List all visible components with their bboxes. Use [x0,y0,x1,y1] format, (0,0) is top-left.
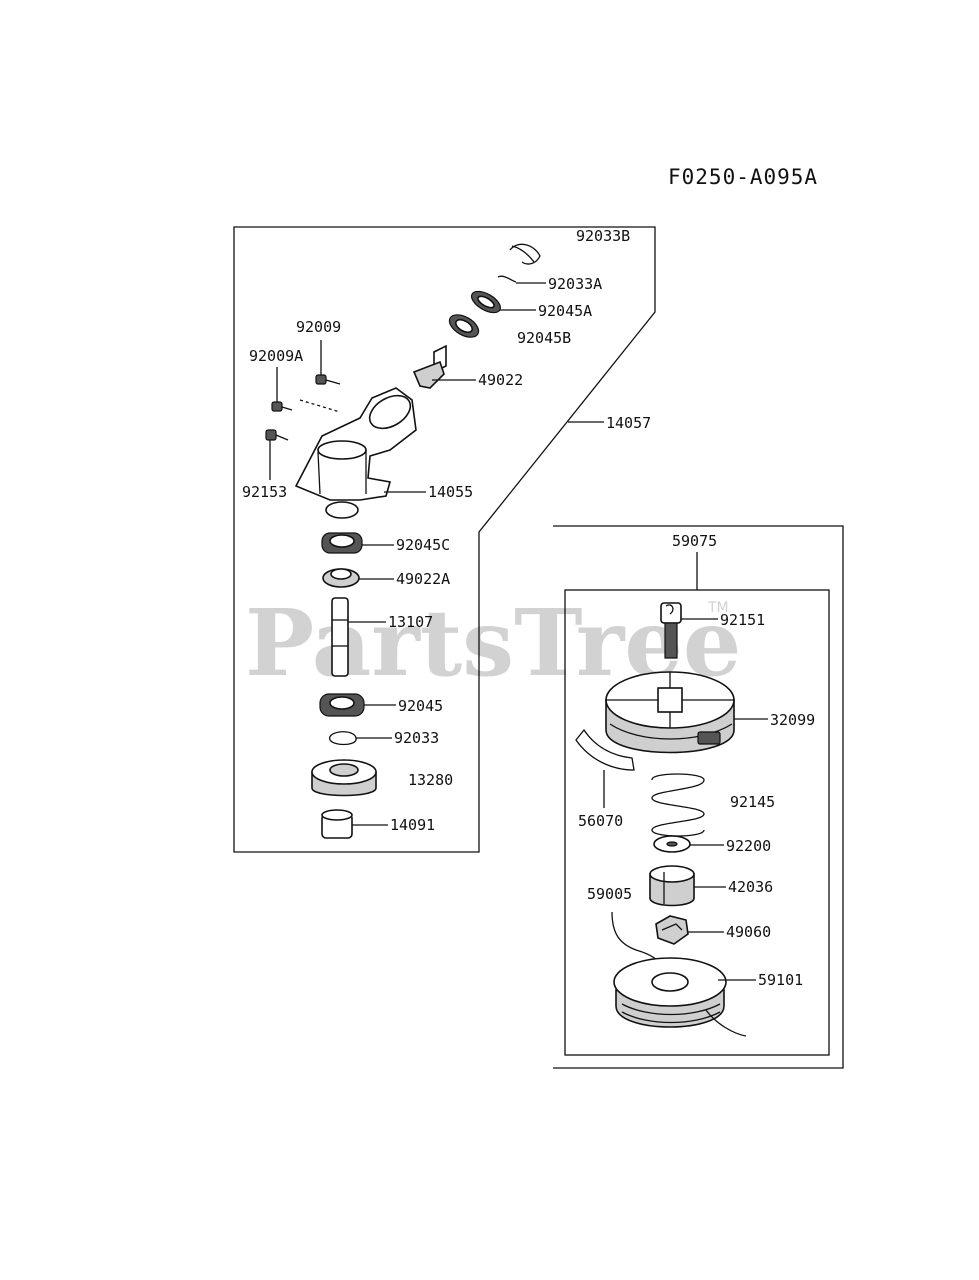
diagram-code: F0250-A095A [668,165,818,189]
part-92009-drawing [315,374,341,385]
part-32099-drawing [605,671,735,754]
label-49060: 49060 [726,923,771,941]
part-49060-drawing [655,915,689,945]
trimmer-head-outer-frame [553,525,844,1069]
part-92045-drawing [319,693,365,717]
part-14055-drawing [294,387,417,519]
label-92151: 92151 [720,611,765,629]
label-14055: 14055 [428,483,473,501]
label-92009: 92009 [296,318,341,336]
label-14057: 14057 [606,414,651,432]
label-92033: 92033 [394,729,439,747]
watermark-trademark: TM [707,600,729,616]
part-49022a-drawing [322,568,360,588]
label-92045a: 92045A [538,302,592,320]
label-32099: 32099 [770,711,815,729]
part-49022-drawing [412,344,447,389]
part-92145-drawing [651,773,705,837]
part-13107-drawing [331,597,349,677]
label-92033a: 92033A [548,275,602,293]
part-92200-drawing [653,835,691,853]
part-92045c-drawing [321,532,363,554]
label-56070: 56070 [578,812,623,830]
part-56070-drawing [575,728,635,771]
part-92153-drawing [265,429,289,441]
part-59101-drawing [613,957,747,1037]
label-49022: 49022 [478,371,523,389]
label-42036: 42036 [728,878,773,896]
label-92200: 92200 [726,837,771,855]
label-14091: 14091 [390,816,435,834]
part-92045b-drawing [448,314,480,338]
label-92153: 92153 [242,483,287,501]
label-92045b: 92045B [517,329,571,347]
part-92009a-drawing [271,401,293,412]
label-59075: 59075 [672,532,717,550]
label-92045: 92045 [398,697,443,715]
gear-case-assembly-frame [233,226,656,853]
label-13107: 13107 [388,613,433,631]
label-92045c: 92045C [396,536,450,554]
part-13280-drawing [311,759,377,797]
part-92045a-drawing [470,290,502,314]
part-92033b-drawing [509,243,541,265]
label-92145: 92145 [730,793,775,811]
part-92151-drawing [660,602,682,659]
part-92033a-drawing [497,275,517,283]
label-13280: 13280 [408,771,453,789]
part-92033-drawing [329,731,357,746]
label-92033b: 92033B [576,227,630,245]
part-42036-drawing [649,865,695,907]
label-59005: 59005 [587,885,632,903]
label-49022a: 49022A [396,570,450,588]
part-14091-drawing [321,809,353,839]
label-92009a: 92009A [249,347,303,365]
label-59101: 59101 [758,971,803,989]
